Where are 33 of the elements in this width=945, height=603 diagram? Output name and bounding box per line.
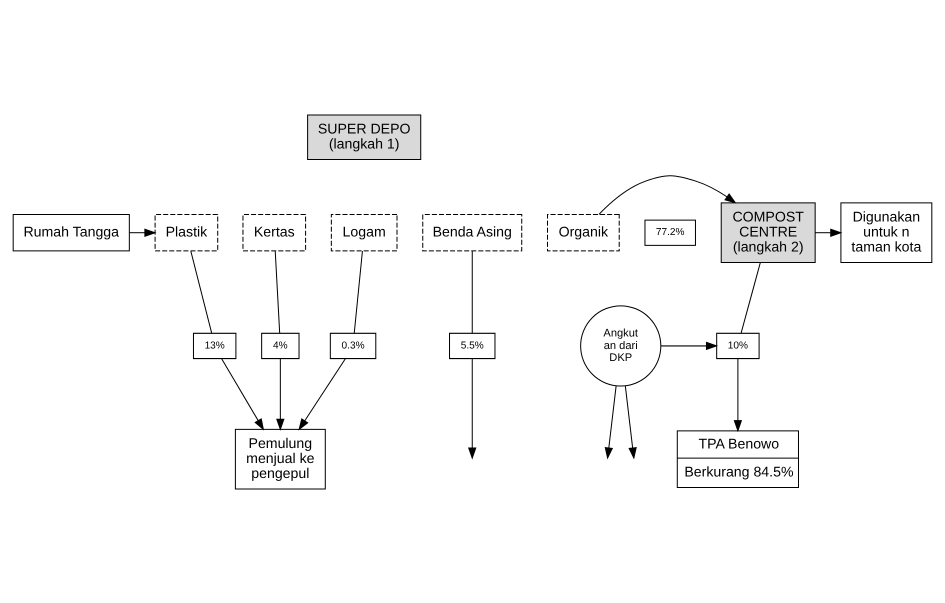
- node-box: 10%: [716, 332, 760, 359]
- node-box: Plastik: [154, 214, 218, 251]
- connector: [190, 250, 212, 333]
- node-box: Organik: [547, 214, 620, 251]
- node-box: Logam: [330, 214, 398, 251]
- arrow: [276, 358, 285, 430]
- arrow: [815, 228, 842, 236]
- arrow: [221, 358, 264, 430]
- arrow: [598, 174, 737, 214]
- node-box: 13%: [192, 332, 236, 359]
- node-box: COMPOST CENTRE (langkah 2): [720, 202, 816, 262]
- node-box: Kertas: [242, 214, 306, 251]
- connector: [354, 250, 363, 333]
- arrow: [130, 228, 156, 236]
- node-circle: Angkut an dari DKP: [580, 304, 662, 386]
- node-box: Rumah Tangga: [12, 214, 130, 251]
- arrow: [624, 385, 637, 460]
- arrow: [661, 341, 718, 350]
- connector: [274, 250, 280, 333]
- arrow: [468, 358, 476, 460]
- arrow: [734, 358, 742, 432]
- node-box: 77.2%: [644, 219, 696, 246]
- node-box: Benda Asing: [422, 214, 522, 251]
- node-box: 4%: [261, 332, 300, 359]
- connector: [472, 250, 473, 333]
- node-box: SUPER DEPO (langkah 1): [307, 114, 422, 160]
- node-box: 5.5%: [449, 332, 496, 359]
- node-box: 0.3%: [330, 332, 376, 359]
- node-box: Digunakan untuk n taman kota: [840, 202, 932, 262]
- node-box: Pemulung menjual ke pengepul: [234, 428, 326, 489]
- connector: [740, 262, 761, 333]
- arrow: [604, 385, 617, 460]
- arrow: [298, 358, 346, 430]
